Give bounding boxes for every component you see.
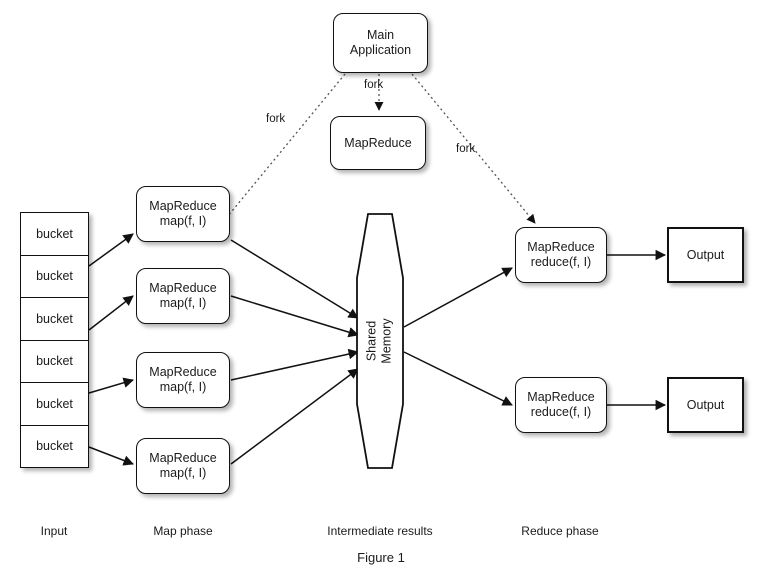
node-shared-memory[interactable]: Shared Memory bbox=[355, 212, 405, 470]
fork-label-right: fork bbox=[456, 143, 476, 155]
shared-memory-shape bbox=[356, 213, 404, 469]
edge-map-3-to-shared-memory bbox=[230, 348, 360, 381]
node-map-task-2[interactable]: MapReduce map(f, I) bbox=[136, 268, 230, 324]
fork-edge-left bbox=[217, 73, 346, 229]
map-task-1-line-2: map(f, I) bbox=[159, 214, 207, 228]
figure-caption: Figure 1 bbox=[357, 550, 405, 565]
edge-shared-memory-to-reduce-2 bbox=[403, 351, 513, 406]
mapreduce-library-line-1: MapReduce bbox=[344, 135, 412, 150]
main-application-line-2: Application bbox=[349, 43, 412, 57]
bucket-cell[interactable]: bucket bbox=[21, 256, 88, 298]
node-output-2[interactable]: Output bbox=[667, 377, 744, 433]
node-mapreduce-library[interactable]: MapReduce bbox=[330, 116, 426, 170]
phase-label-intermediate-results: Intermediate results bbox=[327, 524, 433, 538]
reduce-task-1-line-2: reduce(f, I) bbox=[530, 255, 592, 269]
node-map-task-3[interactable]: MapReduce map(f, I) bbox=[136, 352, 230, 408]
reduce-task-1-line-1: MapReduce bbox=[527, 240, 595, 254]
phase-label-map-phase: Map phase bbox=[153, 524, 213, 538]
fork-label-left: fork bbox=[266, 113, 286, 125]
reduce-task-2-line-1: MapReduce bbox=[527, 390, 595, 404]
fork-label-center: fork bbox=[364, 79, 384, 91]
main-application-line-1: Main bbox=[366, 28, 395, 42]
map-task-3-line-1: MapReduce bbox=[149, 365, 217, 379]
node-output-1[interactable]: Output bbox=[667, 227, 744, 283]
edge-shared-memory-to-reduce-1 bbox=[403, 267, 513, 328]
edge-map-4-to-shared-memory bbox=[230, 368, 359, 465]
bucket-cell[interactable]: bucket bbox=[21, 383, 88, 426]
reduce-task-2-line-2: reduce(f, I) bbox=[530, 405, 592, 419]
phase-label-reduce-phase: Reduce phase bbox=[521, 524, 599, 538]
output-1-label: Output bbox=[686, 247, 725, 262]
edge-bucket-to-map-4 bbox=[88, 446, 134, 466]
node-main-application[interactable]: Main Application bbox=[333, 13, 428, 73]
map-task-2-line-2: map(f, I) bbox=[159, 296, 207, 310]
map-task-4-line-2: map(f, I) bbox=[159, 466, 207, 480]
map-task-3-line-2: map(f, I) bbox=[159, 380, 207, 394]
map-task-4-line-1: MapReduce bbox=[149, 451, 217, 465]
node-map-task-1[interactable]: MapReduce map(f, I) bbox=[136, 186, 230, 242]
bucket-cell[interactable]: bucket bbox=[21, 341, 88, 383]
edge-bucket-to-map-1 bbox=[88, 233, 134, 267]
bucket-cell[interactable]: bucket bbox=[21, 213, 88, 256]
edge-map-1-to-shared-memory bbox=[230, 239, 359, 319]
node-reduce-task-1[interactable]: MapReduce reduce(f, I) bbox=[515, 227, 607, 283]
output-2-label: Output bbox=[686, 397, 725, 412]
phase-label-input: Input bbox=[40, 524, 68, 538]
map-task-1-line-1: MapReduce bbox=[149, 199, 217, 213]
input-bucket-column[interactable]: bucket bucket bucket bucket bucket bucke… bbox=[20, 212, 89, 468]
node-reduce-task-2[interactable]: MapReduce reduce(f, I) bbox=[515, 377, 607, 433]
bucket-cell[interactable]: bucket bbox=[21, 298, 88, 341]
edge-bucket-to-map-2 bbox=[88, 295, 134, 331]
map-task-2-line-1: MapReduce bbox=[149, 281, 217, 295]
edge-map-2-to-shared-memory bbox=[230, 295, 360, 338]
edge-bucket-to-map-3 bbox=[88, 377, 135, 394]
node-map-task-4[interactable]: MapReduce map(f, I) bbox=[136, 438, 230, 494]
bucket-cell[interactable]: bucket bbox=[36, 439, 73, 454]
